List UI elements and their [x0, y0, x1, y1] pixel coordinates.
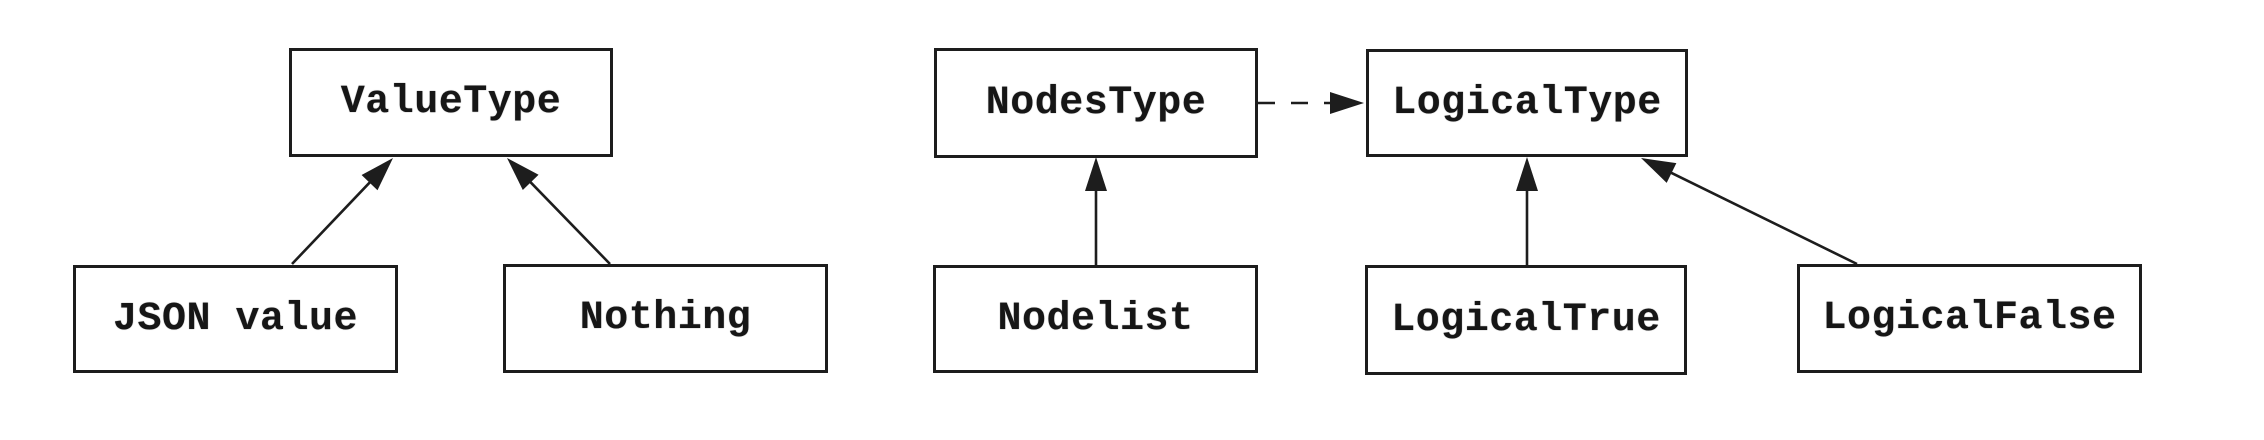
node-logical-type: LogicalType [1366, 49, 1688, 157]
edge-line [1669, 170, 1858, 266]
arrowhead-icon [1330, 92, 1364, 114]
node-logical-true: LogicalTrue [1365, 265, 1687, 375]
node-label: ValueType [340, 80, 562, 125]
arrowhead-icon [361, 158, 393, 191]
arrowhead-icon [1085, 157, 1107, 191]
arrowhead-icon [1516, 157, 1538, 191]
edge-line [291, 180, 372, 265]
edge-line [528, 180, 611, 265]
node-label: JSON value [112, 296, 359, 342]
node-json-value: JSON value [73, 265, 398, 373]
node-nodelist: Nodelist [933, 265, 1258, 373]
edge-json-value-to-value-type [291, 158, 393, 265]
node-value-type: ValueType [289, 48, 613, 157]
node-label: Nodelist [997, 296, 1194, 342]
edge-logical-true-to-logical-type [1516, 157, 1538, 265]
edge-logical-false-to-logical-type [1641, 158, 1858, 266]
edge-nodelist-to-nodes-type [1085, 157, 1107, 265]
edge-nothing-to-value-type [507, 158, 611, 265]
node-nothing: Nothing [503, 264, 828, 373]
arrowhead-icon [507, 158, 539, 191]
node-label: NodesType [985, 80, 1207, 126]
edge-nodes-type-to-logical-type [1258, 92, 1364, 114]
node-nodes-type: NodesType [934, 48, 1258, 158]
node-label: LogicalType [1392, 80, 1662, 126]
node-label: LogicalTrue [1391, 297, 1661, 343]
node-label: LogicalFalse [1822, 296, 2117, 341]
node-label: Nothing [579, 296, 752, 341]
node-logical-false: LogicalFalse [1797, 264, 2142, 373]
arrowhead-icon [1641, 158, 1677, 183]
